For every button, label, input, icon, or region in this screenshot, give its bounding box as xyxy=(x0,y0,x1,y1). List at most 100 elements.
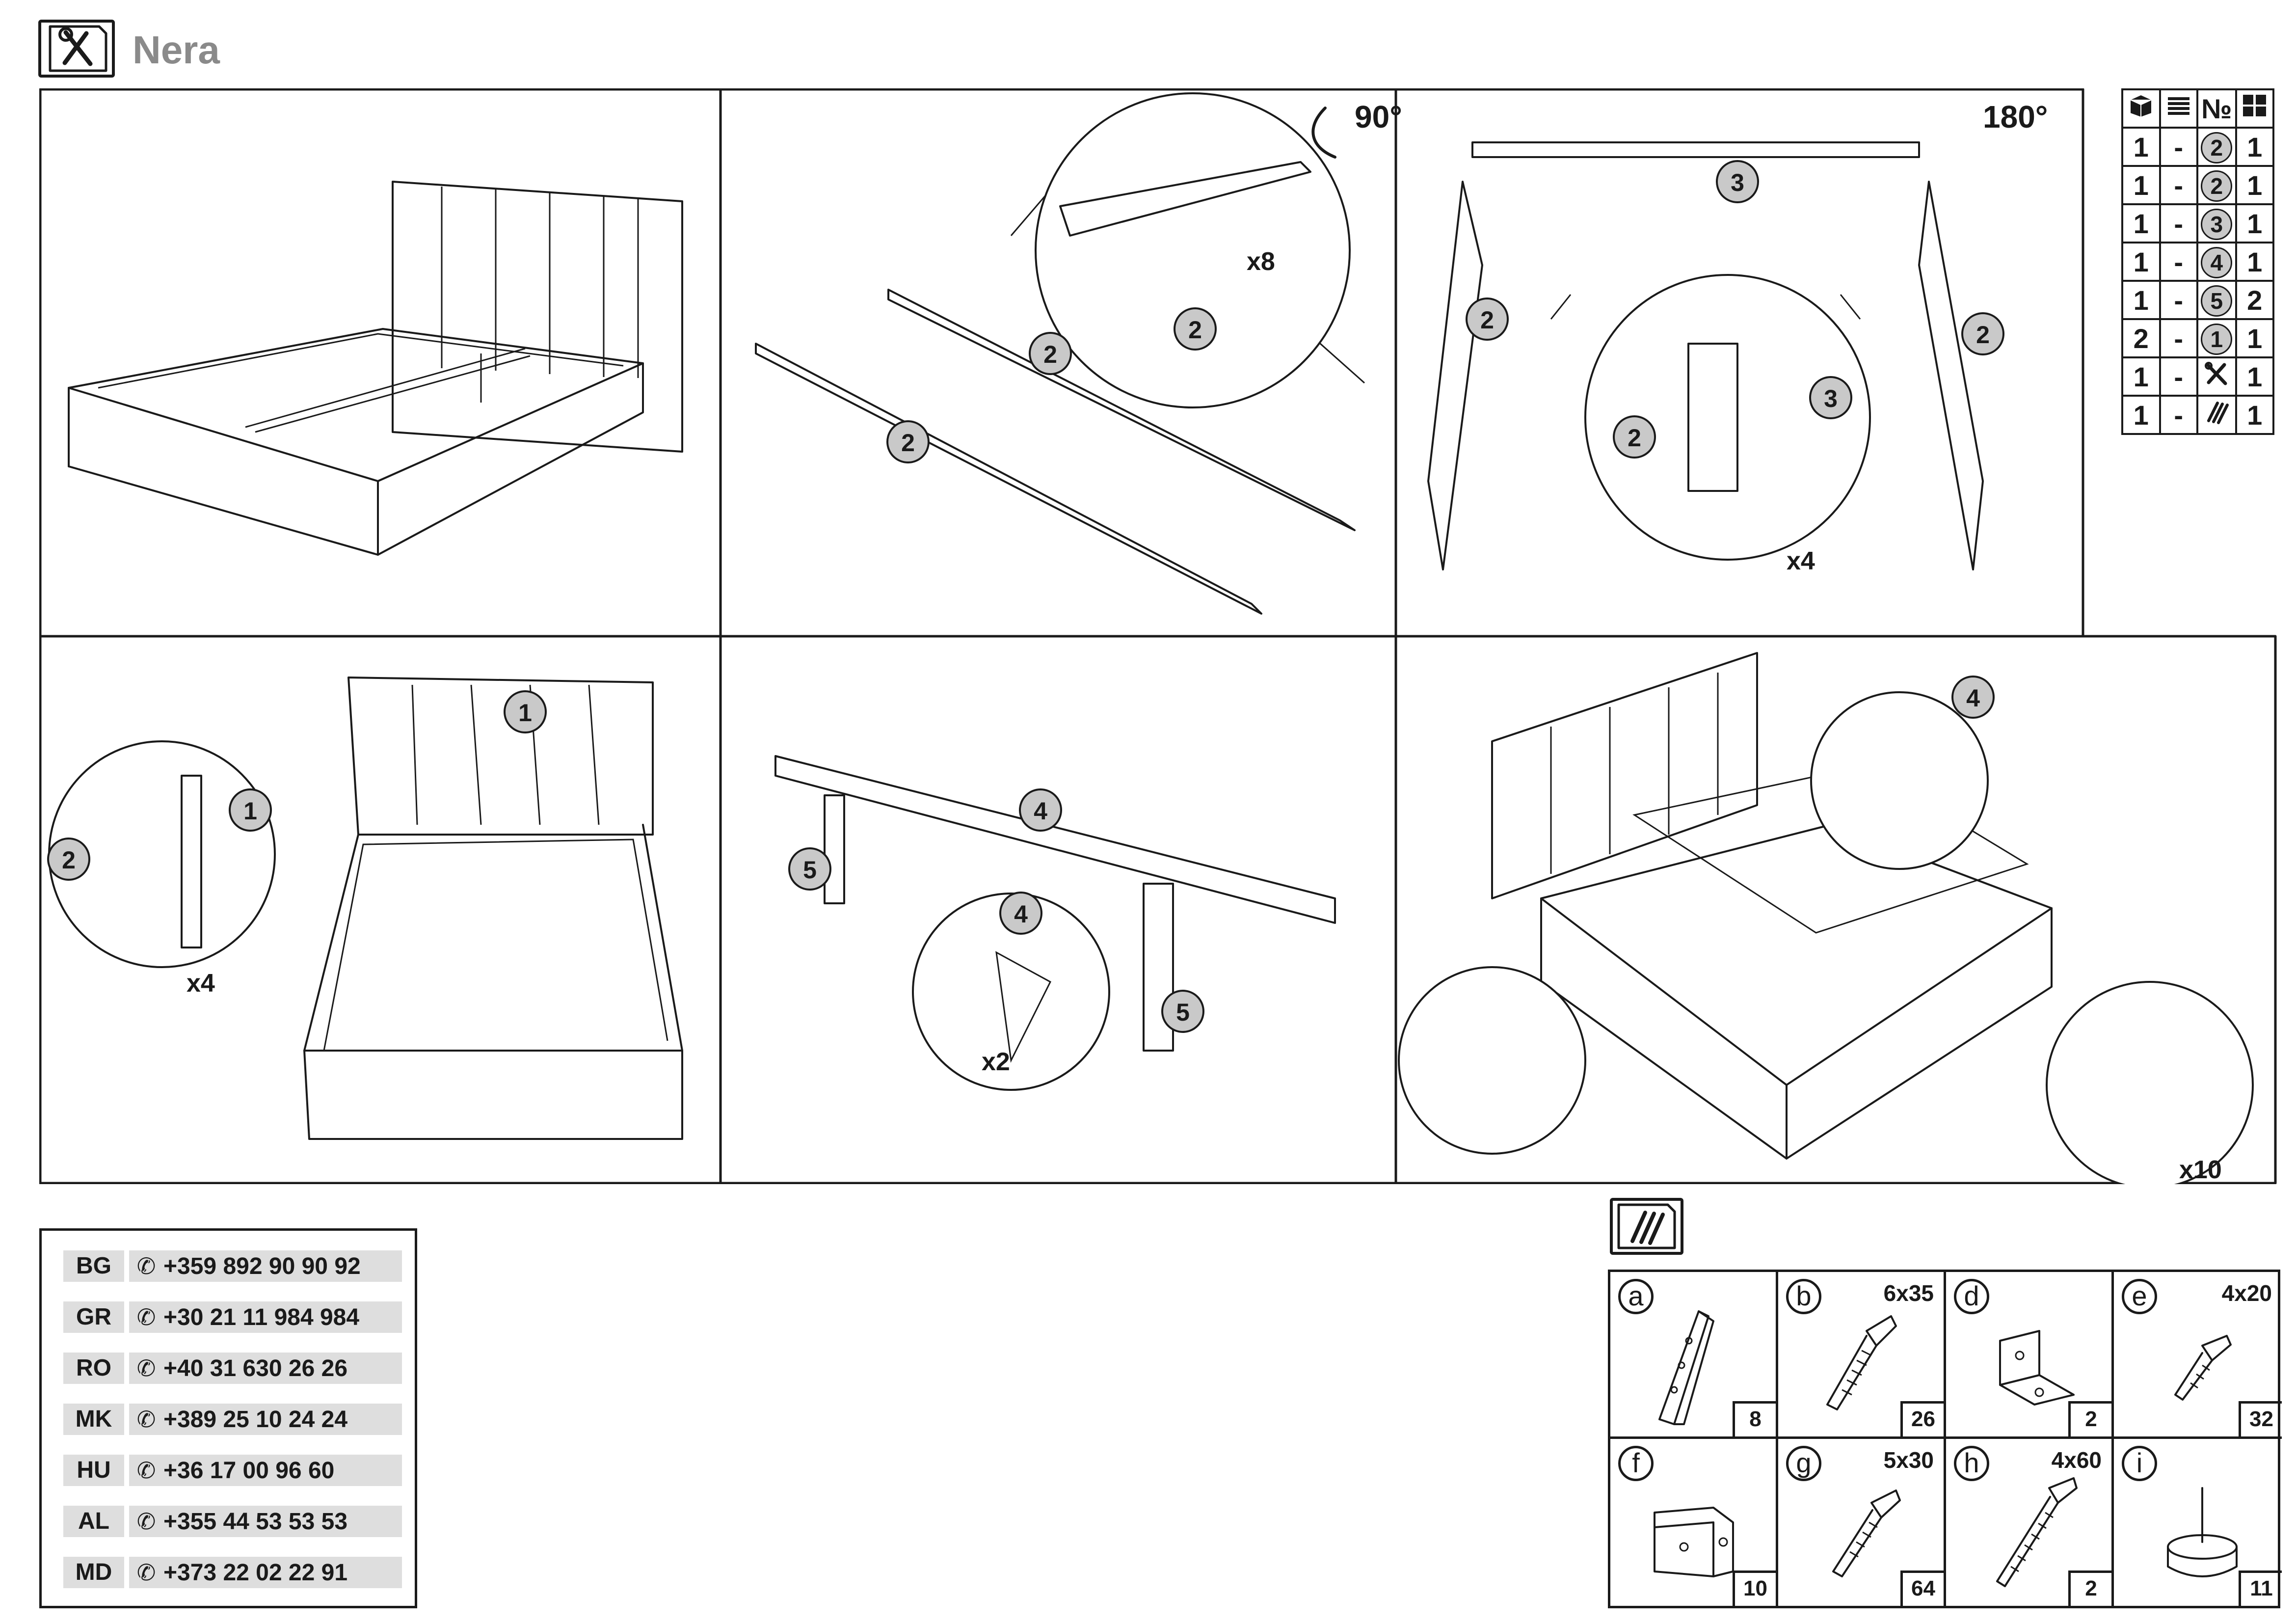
phone-icon: ✆ xyxy=(136,1560,156,1585)
part-number-badge: 2 xyxy=(2201,132,2233,163)
phone-number[interactable]: +30 21 11 984 984 xyxy=(163,1304,360,1330)
country-code: MD xyxy=(63,1557,124,1588)
hardware-item-d: d 2 xyxy=(1946,1272,2114,1439)
angle-bracket-icon xyxy=(1658,1310,1714,1425)
rotate-label: 180° xyxy=(1983,99,2048,135)
support-phone-list: BG ✆ +359 892 90 90 92 GR ✆ +30 21 11 984 … xyxy=(39,1228,417,1608)
parts-table-row: 1 - 5 2 xyxy=(2121,280,2274,320)
step-4-headboard: x4 1 1 2 xyxy=(47,677,683,1140)
hardware-letter: i xyxy=(2122,1446,2157,1481)
svg-text:5: 5 xyxy=(803,856,817,884)
country-code: GR xyxy=(63,1301,124,1333)
part-number-badge: 3 xyxy=(2201,209,2233,240)
phone-number[interactable]: +373 22 02 22 91 xyxy=(163,1560,348,1586)
grid-icon xyxy=(2235,88,2274,129)
tools-icon xyxy=(2196,356,2237,397)
hardware-size: 6x35 xyxy=(1883,1280,1934,1306)
hardware-size: 4x60 xyxy=(2051,1447,2102,1473)
corner-bracket-icon xyxy=(1999,1330,2075,1406)
svg-text:1: 1 xyxy=(518,699,532,727)
country-code: BG xyxy=(63,1250,124,1282)
hardware-item-b: b 6x35 26 xyxy=(1778,1272,1946,1439)
parts-table-header: № xyxy=(2121,88,2274,129)
hardware-item-h: h 4x60 2 xyxy=(1946,1439,2114,1606)
svg-text:2: 2 xyxy=(1976,321,1990,349)
hardware-item-g: g 5x30 64 xyxy=(1778,1439,1946,1606)
phone-number[interactable]: +40 31 630 26 26 xyxy=(163,1355,348,1381)
hardware-item-e: e 4x20 32 xyxy=(2114,1272,2282,1439)
panel-grid xyxy=(39,88,2277,1184)
parts-table-row: 1 - 2 1 xyxy=(2121,165,2274,205)
tools-icon xyxy=(38,20,115,78)
svg-text:4: 4 xyxy=(1014,900,1028,928)
hardware-item-i: i 11 xyxy=(2114,1439,2282,1606)
hardware-count: 8 xyxy=(1733,1401,1776,1436)
hardware-count: 11 xyxy=(2239,1570,2282,1606)
hardware-size: 4x20 xyxy=(2221,1280,2272,1306)
svg-text:4: 4 xyxy=(1034,797,1047,825)
phone-number[interactable]: +36 17 00 96 60 xyxy=(163,1458,335,1484)
hardware-item-f: f 10 xyxy=(1610,1439,1778,1606)
hardware-letter: b xyxy=(1786,1279,1821,1314)
part-number-badge: 4 xyxy=(2201,247,2233,278)
phone-icon: ✆ xyxy=(136,1253,156,1279)
svg-text:2: 2 xyxy=(901,429,915,457)
step-1-assembled-bed xyxy=(68,181,683,556)
phone-number[interactable]: +359 892 90 90 92 xyxy=(163,1253,361,1279)
hardware-count: 32 xyxy=(2239,1401,2282,1436)
country-code: MK xyxy=(63,1404,124,1435)
phone-number[interactable]: +389 25 10 24 24 xyxy=(163,1407,348,1433)
svg-text:3: 3 xyxy=(1731,169,1744,196)
phone-icon: ✆ xyxy=(136,1509,156,1534)
svg-text:2: 2 xyxy=(1043,341,1057,368)
svg-text:2: 2 xyxy=(62,846,76,874)
screw-icon xyxy=(1996,1477,2078,1587)
country-code: RO xyxy=(63,1353,124,1384)
phone-icon: ✆ xyxy=(136,1355,156,1381)
step-3-frame-sides: x4 180° 3 2 2 2 3 xyxy=(1427,99,2048,575)
step-5-center-beam: x2 4 5 4 5 xyxy=(774,755,1336,1091)
phone-icon: ✆ xyxy=(136,1407,156,1432)
hardware-item-a: a 8 xyxy=(1610,1272,1778,1439)
hardware-size: 5x30 xyxy=(1883,1447,1934,1473)
page-title: Nera xyxy=(133,28,220,72)
parts-table-row: 1 - 3 1 xyxy=(2121,203,2274,244)
country-code: AL xyxy=(63,1506,124,1537)
lift-bracket-icon xyxy=(1654,1507,1734,1577)
hardware-icon xyxy=(1610,1198,1683,1255)
hardware-icon xyxy=(2196,395,2237,435)
phone-number[interactable]: +355 44 53 53 53 xyxy=(163,1509,348,1535)
hardware-count: 64 xyxy=(1900,1570,1944,1606)
part-number-badge: 2 xyxy=(2201,170,2233,202)
svg-text:1: 1 xyxy=(243,797,257,825)
parts-table-row: 2 - 1 1 xyxy=(2121,318,2274,358)
parts-table-row: 1 - 1 xyxy=(2121,395,2274,435)
phone-icon: ✆ xyxy=(136,1304,156,1330)
hardware-count: 2 xyxy=(2068,1570,2111,1606)
country-code: HU xyxy=(63,1455,124,1486)
quantity-label: x4 xyxy=(187,969,215,998)
phone-icon: ✆ xyxy=(136,1458,156,1483)
rotate-label: 90° xyxy=(1355,99,1402,135)
hardware-letter: h xyxy=(1954,1446,1989,1481)
parts-table-row: 1 - 1 xyxy=(2121,356,2274,397)
hardware-letter: f xyxy=(1618,1446,1654,1481)
step-6-lift-mechanism: x10 4 xyxy=(1398,652,2254,1184)
svg-text:3: 3 xyxy=(1824,385,1838,412)
part-number-badge: 1 xyxy=(2201,324,2233,355)
quantity-label: x4 xyxy=(1787,547,1815,575)
svg-text:5: 5 xyxy=(1176,999,1190,1026)
quantity-label: x2 xyxy=(982,1048,1010,1076)
screw-icon xyxy=(1826,1315,1897,1410)
number-sign: № xyxy=(2196,88,2237,129)
svg-text:4: 4 xyxy=(1966,684,1980,712)
quantity-label: x8 xyxy=(1247,247,1275,276)
svg-text:2: 2 xyxy=(1628,424,1641,452)
step-2-side-rails: x8 90° 2 2 2 xyxy=(755,92,1402,615)
hardware-count: 2 xyxy=(2068,1401,2111,1436)
parts-table-row: 1 - 4 1 xyxy=(2121,242,2274,282)
part-number-badge: 5 xyxy=(2201,285,2233,317)
svg-text:2: 2 xyxy=(1188,316,1202,344)
hardware-letter: e xyxy=(2122,1279,2157,1314)
screw-icon xyxy=(1832,1489,1901,1577)
